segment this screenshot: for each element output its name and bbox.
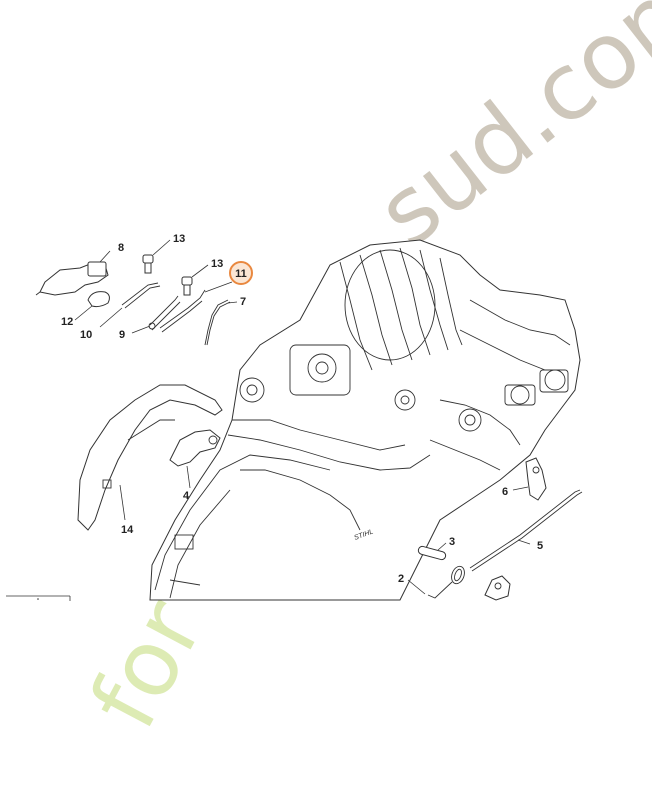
part-3-pin: [417, 542, 447, 561]
label-part-13-b: 13: [211, 258, 223, 270]
label-part-5: 5: [537, 540, 543, 552]
part-2-spring: [407, 565, 465, 599]
label-part-3: 3: [449, 536, 455, 548]
part-13-screw-b: [181, 264, 209, 296]
label-part-12: 12: [61, 316, 73, 328]
label-part-4: 4: [183, 490, 190, 502]
label-part-9: 9: [119, 329, 125, 341]
part-11-throttle-rod: [159, 281, 233, 333]
highlight-circle: [229, 261, 253, 285]
label-part-7: 7: [240, 296, 246, 308]
part-14-handle-shell: [77, 384, 223, 531]
label-part-8: 8: [118, 242, 124, 254]
part-9-link-rod: [131, 295, 181, 334]
part-5-long-rod: [469, 489, 583, 572]
part-6-lever: [512, 457, 547, 501]
label-part-6: 6: [502, 486, 508, 498]
small-lever-part: [484, 575, 511, 601]
watermark-text-3: sud.com: [358, 0, 652, 267]
part-10-link-rod: [99, 282, 161, 328]
part-12-clip: [74, 291, 110, 321]
part-7-wire: [204, 299, 238, 346]
label-part-10: 10: [80, 329, 92, 341]
label-part-13-a: 13: [173, 233, 185, 245]
frame-corner: [6, 595, 71, 601]
part-labels: 8 13 13 11 12 10 9 7 4 14 6 5 3 2: [61, 233, 543, 585]
label-part-2: 2: [398, 573, 404, 585]
part-13-screw-a: [142, 239, 171, 274]
label-part-11: 11: [235, 268, 247, 280]
part-8-bracket: [35, 250, 111, 296]
crankcase-housing: STIHL: [149, 239, 581, 601]
part-4-trigger: [169, 429, 221, 489]
watermark-text-1: for: [70, 583, 224, 745]
label-part-14: 14: [121, 524, 134, 536]
